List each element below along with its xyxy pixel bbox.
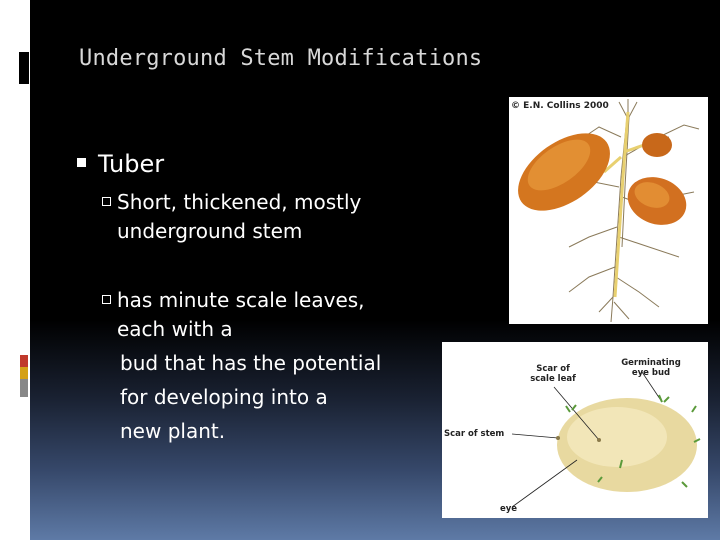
subbullet-short-thickened: Short, thickened, mostly underground ste… bbox=[102, 188, 387, 246]
subbullet-scale-leaves: has minute scale leaves, each with a bbox=[102, 286, 417, 344]
copyright-icon: © bbox=[511, 101, 520, 111]
subbullet-1-text: Short, thickened, mostly underground ste… bbox=[117, 190, 362, 243]
label-scar-of-stem: Scar of stem bbox=[444, 429, 505, 439]
continuation-line-1: bud that has the potential bbox=[120, 351, 382, 375]
accent-red-bar bbox=[20, 355, 28, 367]
label-germinating-eye-bud: Germinating eye bud bbox=[621, 358, 681, 378]
title-marker-block bbox=[19, 52, 29, 84]
copyright-label: © E.N. Collins 2000 bbox=[511, 101, 609, 111]
label-eye: eye bbox=[500, 504, 518, 514]
potato-labeled-illustration bbox=[511, 371, 701, 508]
slide-title: Underground Stem Modifications bbox=[79, 46, 483, 71]
hollow-square-bullet-icon bbox=[102, 295, 111, 304]
subbullet-2-text: has minute scale leaves, each with a bbox=[117, 288, 365, 341]
square-bullet-icon bbox=[77, 157, 86, 167]
hollow-square-bullet-icon bbox=[102, 197, 111, 206]
bullet-tuber: Tuber bbox=[77, 150, 164, 178]
potato-labeled-figure: Scar of scale leaf Germinating eye bud S… bbox=[442, 342, 708, 518]
continuation-line-2: for developing into a bbox=[120, 385, 328, 409]
accent-gray-bar bbox=[20, 379, 28, 397]
accent-yellow-bar bbox=[20, 367, 28, 379]
tuber-plant-figure: © E.N. Collins 2000 bbox=[509, 97, 708, 324]
tuber-plant-illustration bbox=[518, 99, 700, 323]
copyright-text: E.N. Collins 2000 bbox=[523, 101, 609, 111]
left-white-strip bbox=[0, 0, 30, 540]
continuation-line-3: new plant. bbox=[120, 419, 226, 443]
label-scar-of-scale-leaf: Scar of scale leaf bbox=[530, 364, 576, 384]
bullet-tuber-text: Tuber bbox=[98, 150, 165, 178]
